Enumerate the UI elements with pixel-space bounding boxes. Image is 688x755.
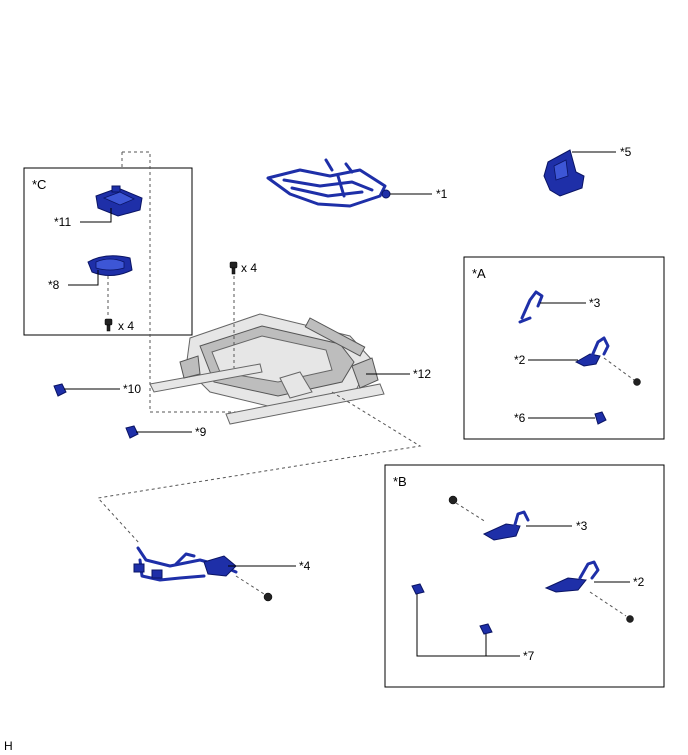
dash-4-bolt bbox=[235, 575, 265, 595]
part-11-switch-bezel bbox=[95, 185, 143, 217]
part-7b-clip bbox=[479, 623, 493, 635]
dash-2b-bolt bbox=[589, 591, 627, 617]
dash-c-to-seat bbox=[122, 151, 270, 413]
leader-7 bbox=[416, 594, 520, 657]
callout-9: *9 bbox=[195, 425, 207, 439]
callout-12: *12 bbox=[413, 367, 431, 381]
callout-10: *10 bbox=[123, 382, 141, 396]
bolt-icon-box-b-right bbox=[626, 615, 634, 623]
callout-8: *8 bbox=[48, 278, 60, 292]
box-b-frame bbox=[384, 464, 665, 688]
leader-11 bbox=[80, 208, 112, 223]
part-2a-bracket bbox=[574, 336, 610, 367]
part-10-clip bbox=[53, 383, 67, 397]
part-4-wire-harness bbox=[133, 546, 238, 582]
dash-3b-bolt bbox=[455, 502, 487, 523]
box-a-label: *A bbox=[472, 266, 486, 281]
seat-bolt-qty: x 4 bbox=[241, 261, 257, 275]
box-b: *B *3 *2 *7 bbox=[384, 464, 665, 688]
part-7a-clip bbox=[411, 583, 425, 595]
part-6-clip bbox=[594, 411, 607, 425]
box-c: *C *11 *8 x 4 bbox=[23, 167, 193, 336]
box-a: *A *3 *2 *6 bbox=[463, 256, 665, 440]
part-5-bracket bbox=[543, 149, 585, 197]
callout-2b: *2 bbox=[633, 575, 645, 589]
part-2b-bracket bbox=[544, 560, 600, 593]
part-9-clip bbox=[125, 425, 139, 439]
callout-11: *11 bbox=[54, 215, 71, 229]
callout-4: *4 bbox=[299, 559, 311, 573]
bolt-icon-box-a bbox=[633, 378, 641, 386]
leader-8 bbox=[68, 270, 99, 286]
callout-2a: *2 bbox=[514, 353, 526, 367]
callout-1: *1 bbox=[436, 187, 448, 201]
dash-harness-route bbox=[97, 391, 422, 545]
box-c-frame bbox=[23, 167, 193, 336]
footer-code: H bbox=[4, 739, 13, 753]
part-1-seat-cushion-mat bbox=[266, 158, 391, 208]
part-12-seat-frame bbox=[149, 313, 385, 425]
dash-2a-bolt bbox=[603, 357, 635, 381]
box-b-label: *B bbox=[393, 474, 407, 489]
screw-icon-box-c bbox=[104, 318, 113, 332]
callout-3a: *3 bbox=[589, 296, 601, 310]
callout-6: *6 bbox=[514, 411, 526, 425]
part-3b-bracket bbox=[482, 510, 530, 541]
callout-7: *7 bbox=[523, 649, 535, 663]
part-8-cover bbox=[87, 255, 133, 276]
box-a-frame bbox=[463, 256, 665, 440]
bolt-icon-box-b-top bbox=[448, 495, 458, 505]
callout-5: *5 bbox=[620, 145, 632, 159]
part-3a-bracket bbox=[518, 290, 544, 324]
callout-3b: *3 bbox=[576, 519, 588, 533]
bolt-icon-seat bbox=[229, 261, 238, 275]
box-c-bolt-qty: x 4 bbox=[118, 319, 134, 333]
bolt-icon-harness bbox=[263, 592, 273, 602]
box-c-label: *C bbox=[32, 177, 46, 192]
